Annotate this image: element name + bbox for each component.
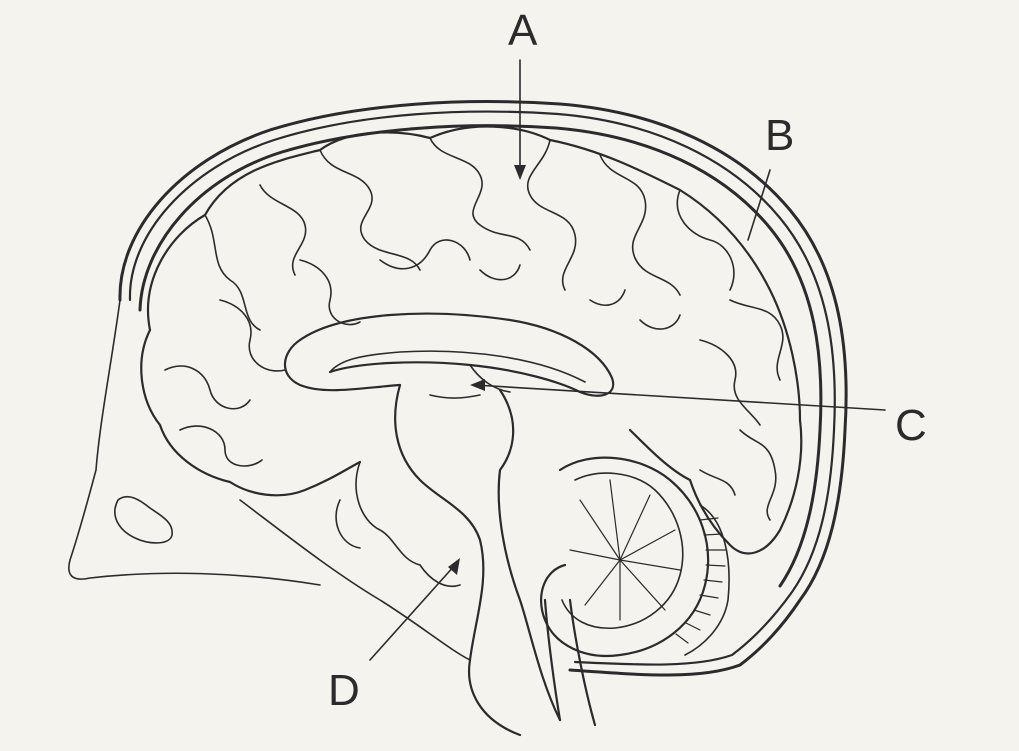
- label-c: C: [895, 401, 927, 450]
- cerebellum: [540, 456, 730, 658]
- hypothalamus-region: [335, 461, 461, 587]
- skull-outline: [68, 100, 848, 677]
- nasal-cavity: [114, 495, 173, 544]
- label-b: B: [765, 111, 794, 160]
- brainstem: [394, 364, 562, 737]
- corpus-callosum: [283, 312, 615, 397]
- cerebrum: [140, 125, 803, 555]
- label-a: A: [508, 6, 538, 55]
- meninges-layer: [138, 124, 823, 588]
- leader-lines: [369, 59, 886, 661]
- label-d: D: [328, 666, 360, 715]
- spinal-cord: [239, 499, 597, 727]
